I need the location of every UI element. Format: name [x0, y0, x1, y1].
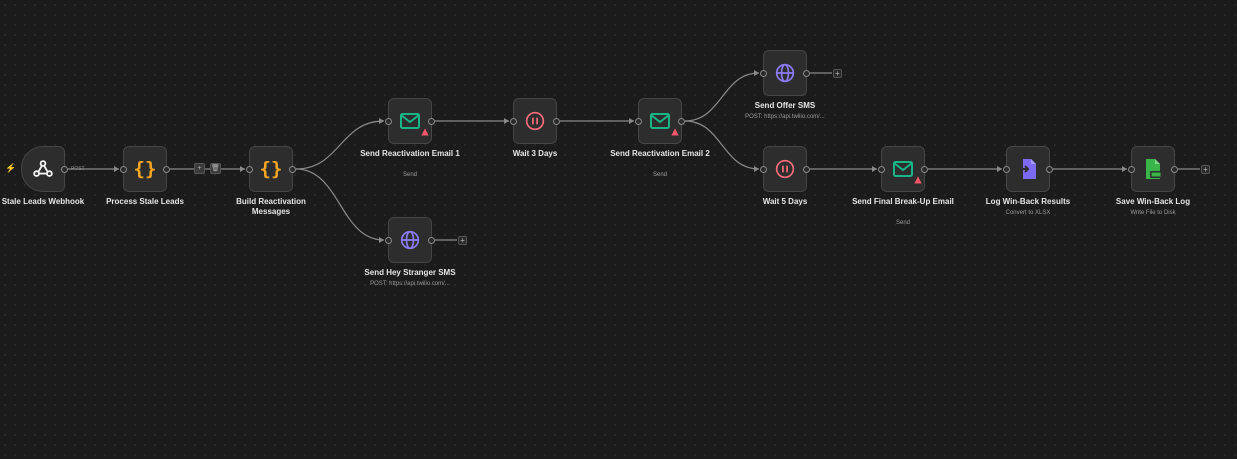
- node-send-reactivation-email-1[interactable]: [385, 98, 435, 144]
- output-port[interactable]: [428, 237, 435, 244]
- arrow-wait3: [504, 118, 509, 124]
- trigger-bolt-icon: ⚡: [5, 163, 17, 173]
- input-port[interactable]: [120, 166, 127, 173]
- node-label: Wait 3 Days: [512, 149, 558, 158]
- output-port[interactable]: [61, 166, 68, 173]
- node-subtitle: Send: [895, 220, 910, 226]
- envelope-icon: [882, 147, 924, 191]
- pause-icon: [514, 99, 556, 143]
- file-write-icon: [1132, 147, 1174, 191]
- pause-icon: [764, 147, 806, 191]
- node-label: Log Win-Back Results: [985, 197, 1071, 206]
- code-braces-icon: {}: [259, 158, 283, 180]
- warning-icon[interactable]: [421, 123, 429, 141]
- node-process-stale-leads[interactable]: {}: [120, 146, 170, 192]
- arrow-offersms: [754, 70, 759, 76]
- node-build-reactivation-messages[interactable]: {}: [246, 146, 296, 192]
- connection-build-heysms: [295, 168, 385, 241]
- input-port[interactable]: [760, 166, 767, 173]
- connection-add-button[interactable]: +: [194, 163, 205, 174]
- input-port[interactable]: [878, 166, 885, 173]
- globe-icon: [764, 51, 806, 95]
- output-port[interactable]: [428, 118, 435, 125]
- input-port[interactable]: [1128, 166, 1135, 173]
- arrow-log: [997, 166, 1002, 172]
- code-braces-icon: {}: [133, 158, 157, 180]
- arrow-save: [1122, 166, 1127, 172]
- node-save-win-back-log[interactable]: [1128, 146, 1178, 192]
- output-port[interactable]: [1046, 166, 1053, 173]
- connection-email2-wait5: [684, 120, 760, 170]
- node-send-offer-sms[interactable]: [760, 50, 810, 96]
- node-send-hey-stranger-sms[interactable]: [385, 217, 435, 263]
- arrow-heysms: [379, 237, 384, 243]
- node-label: Send Reactivation Email 1: [360, 149, 460, 158]
- node-wait-3-days[interactable]: [510, 98, 560, 144]
- output-port[interactable]: [678, 118, 685, 125]
- input-port[interactable]: [635, 118, 642, 125]
- arrow-email2: [629, 118, 634, 124]
- arrow-build: [240, 166, 245, 172]
- node-label: Stale Leads Webhook: [1, 197, 85, 206]
- output-port[interactable]: [803, 70, 810, 77]
- output-port[interactable]: [803, 166, 810, 173]
- node-subtitle: POST: https://api.twilio.com/...: [370, 281, 450, 287]
- output-port[interactable]: [1171, 166, 1178, 173]
- input-port[interactable]: [1003, 166, 1010, 173]
- output-port[interactable]: [163, 166, 170, 173]
- node-label: Send Offer SMS: [754, 101, 816, 110]
- arrow-final: [872, 166, 877, 172]
- node-subtitle: Convert to XLSX: [1005, 210, 1051, 216]
- node-label: Save Win-Back Log: [1115, 197, 1191, 206]
- output-port[interactable]: [921, 166, 928, 173]
- node-stale-leads-webhook[interactable]: [21, 146, 68, 192]
- arrow-wait5: [754, 166, 759, 172]
- node-log-win-back-results[interactable]: [1003, 146, 1053, 192]
- connection-email2-offersms: [684, 72, 760, 122]
- arrow-process: [114, 166, 119, 172]
- node-subtitle: Write File to Disk: [1130, 210, 1176, 216]
- globe-icon: [389, 218, 431, 262]
- node-label: Process Stale Leads: [106, 197, 184, 206]
- node-send-reactivation-email-2[interactable]: [635, 98, 685, 144]
- node-label: Send Reactivation Email 2: [610, 149, 710, 158]
- input-port[interactable]: [385, 118, 392, 125]
- node-subtitle: Send: [402, 172, 417, 178]
- envelope-icon: [389, 99, 431, 143]
- input-port[interactable]: [510, 118, 517, 125]
- arrow-email1: [379, 118, 384, 124]
- output-port[interactable]: [289, 166, 296, 173]
- node-send-final-break-up-email[interactable]: [878, 146, 928, 192]
- node-label: Wait 5 Days: [762, 197, 808, 206]
- input-port[interactable]: [760, 70, 767, 77]
- webhook-icon: [22, 147, 64, 191]
- envelope-icon: [639, 99, 681, 143]
- file-convert-icon: [1007, 147, 1049, 191]
- node-label: Send Hey Stranger SMS: [364, 268, 456, 277]
- node-label: Send Final Break-Up Email: [852, 197, 954, 206]
- input-port[interactable]: [385, 237, 392, 244]
- webhook-edge-label: POST: [71, 166, 85, 172]
- node-label: Build Reactivation Messages: [236, 197, 306, 216]
- warning-icon[interactable]: [914, 171, 922, 189]
- add-node-button[interactable]: +: [1201, 165, 1210, 174]
- add-node-button[interactable]: +: [833, 69, 842, 78]
- input-port[interactable]: [246, 166, 253, 173]
- node-subtitle: POST: https://api.twilio.com/...: [745, 114, 825, 120]
- output-port[interactable]: [553, 118, 560, 125]
- add-node-button[interactable]: +: [458, 236, 467, 245]
- connection-delete-icon[interactable]: 🗑: [210, 163, 221, 174]
- connection-build-email1: [295, 120, 385, 170]
- node-wait-5-days[interactable]: [760, 146, 810, 192]
- warning-icon[interactable]: [671, 123, 679, 141]
- node-subtitle: Send: [652, 172, 667, 178]
